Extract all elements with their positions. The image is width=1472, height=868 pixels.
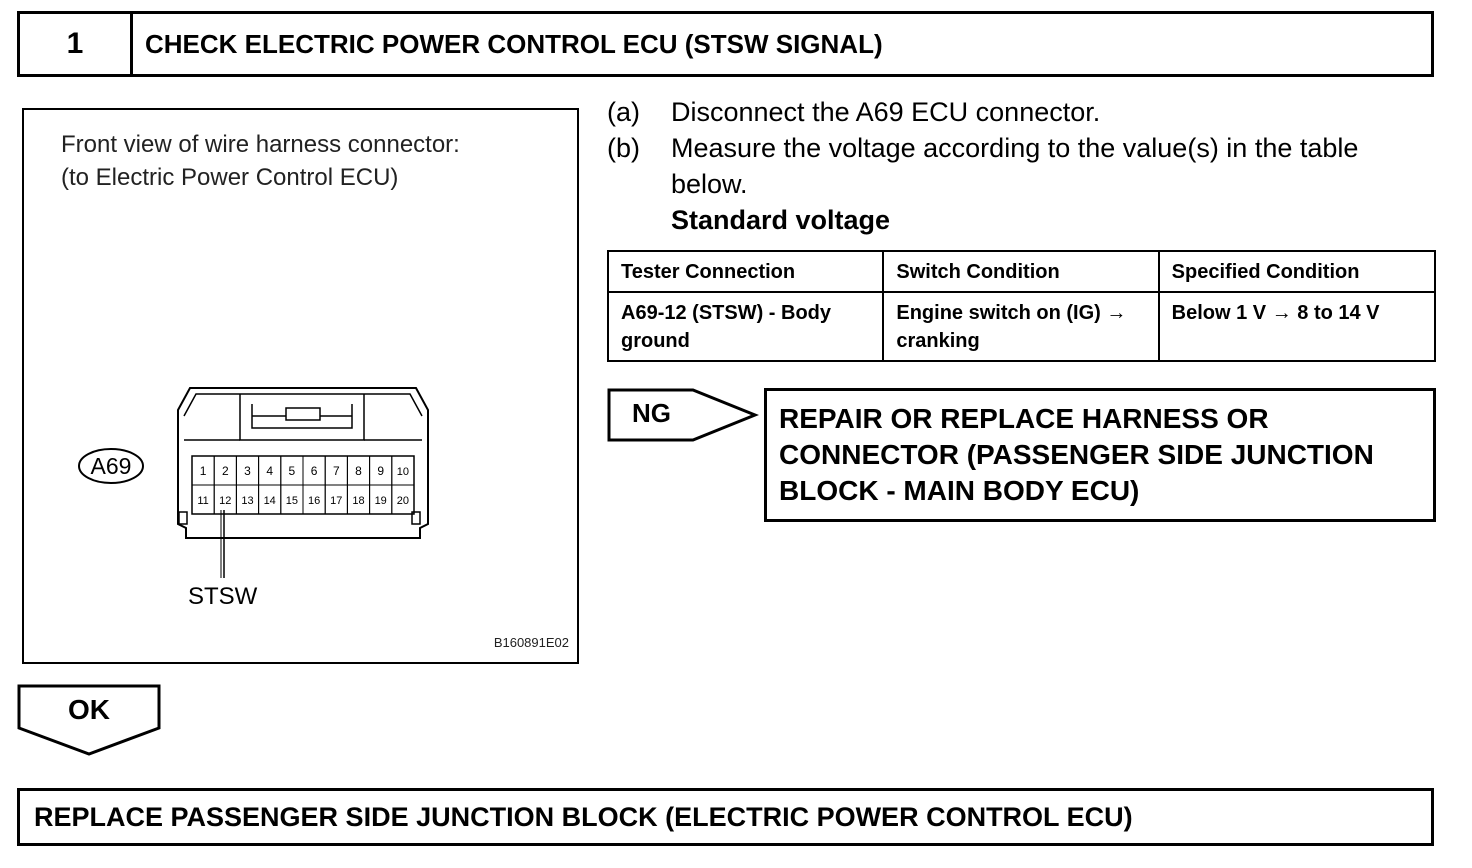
instructions: (a) Disconnect the A69 ECU connector. (b… xyxy=(607,94,1391,238)
pin-label: 2 xyxy=(222,464,229,478)
pin-label: 11 xyxy=(197,495,208,507)
step-header: 1 CHECK ELECTRIC POWER CONTROL ECU (STSW… xyxy=(17,11,1434,77)
pin-label: 14 xyxy=(264,495,276,507)
figure-code: B160891E02 xyxy=(493,635,569,650)
pin-cell xyxy=(391,484,415,515)
pin-label: 19 xyxy=(375,495,387,507)
pin-label: 12 xyxy=(219,495,231,507)
pin-label: 15 xyxy=(286,495,298,507)
pin-label: 20 xyxy=(397,495,409,507)
instruction-b: (b) Measure the voltage according to the… xyxy=(607,130,1391,202)
figure-caption: Front view of wire harness connector: (t… xyxy=(61,128,460,194)
connector-figure: Front view of wire harness connector: (t… xyxy=(22,108,579,664)
pin-label: 4 xyxy=(266,464,273,478)
instruction-text: Disconnect the A69 ECU connector. xyxy=(671,97,1101,127)
pin-label: 16 xyxy=(308,495,320,507)
step-number: 1 xyxy=(20,14,133,74)
instruction-text: Measure the voltage according to the val… xyxy=(671,133,1359,199)
header-specified-condition: Specified Condition xyxy=(1157,250,1437,293)
connector-housing xyxy=(177,387,429,539)
connector-id-oval xyxy=(78,448,144,484)
instruction-a: (a) Disconnect the A69 ECU connector. xyxy=(607,94,1391,130)
pin-label: 8 xyxy=(355,464,362,478)
pin-label: 18 xyxy=(352,495,364,507)
figure-caption-line2: (to Electric Power Control ECU) xyxy=(61,164,399,191)
ng-label: NG xyxy=(632,398,671,428)
pin-label: 7 xyxy=(333,464,340,478)
ok-action-box: REPLACE PASSENGER SIDE JUNCTION BLOCK (E… xyxy=(17,788,1434,846)
pin-label: 6 xyxy=(311,464,318,478)
spec-table: Tester Connection Switch Condition Speci… xyxy=(606,250,1437,362)
table-row: A69-12 (STSW) - Body ground Engine switc… xyxy=(606,291,1437,362)
pin-label: 1 xyxy=(200,464,207,478)
ng-arrow-shape xyxy=(607,388,759,442)
step-title: CHECK ELECTRIC POWER CONTROL ECU (STSW S… xyxy=(145,28,883,59)
connector-latch xyxy=(239,394,365,441)
ok-label: OK xyxy=(68,694,110,725)
cell-tester-connection: A69-12 (STSW) - Body ground xyxy=(606,291,885,362)
pin-label: 13 xyxy=(241,495,253,507)
pin-label: 10 xyxy=(397,466,409,478)
connector-id-label: A69 xyxy=(91,453,132,479)
header-tester-connection: Tester Connection xyxy=(606,250,885,293)
pin-label: 9 xyxy=(377,464,384,478)
stsw-label: STSW xyxy=(188,583,258,610)
pin-label: 5 xyxy=(289,464,296,478)
ng-action-box: REPAIR OR REPLACE HARNESS OR CONNECTOR (… xyxy=(764,388,1436,522)
cell-specified-condition: Below 1 V → 8 to 14 V xyxy=(1157,291,1437,362)
ok-arrow-shape xyxy=(17,684,161,756)
instruction-letter: (a) xyxy=(607,97,640,127)
header-switch-condition: Switch Condition xyxy=(882,250,1160,293)
table-header-row: Tester Connection Switch Condition Speci… xyxy=(606,250,1437,293)
figure-caption-line1: Front view of wire harness connector: xyxy=(61,131,460,158)
standard-voltage-label: Standard voltage xyxy=(671,205,891,235)
pin-label: 17 xyxy=(330,495,342,507)
cell-switch-condition: Engine switch on (IG) → cranking xyxy=(882,291,1160,362)
pin-label: 3 xyxy=(244,464,251,478)
instruction-letter: (b) xyxy=(607,133,640,163)
